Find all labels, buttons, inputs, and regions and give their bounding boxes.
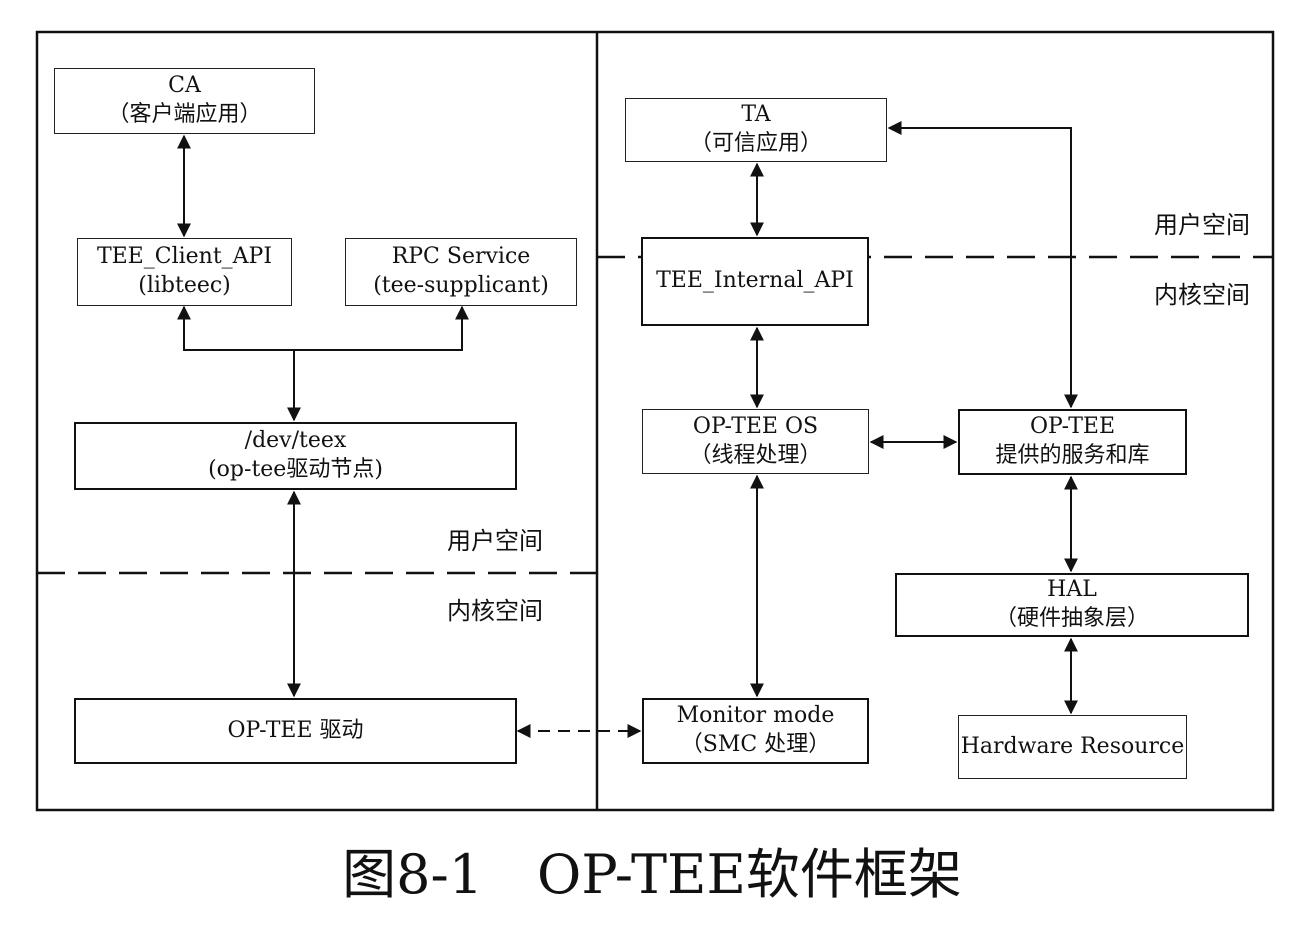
node-dev-teex-title: /dev/teex [244, 428, 347, 454]
outer-frame [35, 30, 1275, 812]
node-dev-teex: /dev/teex (op-tee驱动节点) [74, 422, 517, 490]
node-hal: HAL （硬件抽象层） [895, 573, 1249, 637]
node-monitor-mode: Monitor mode （SMC 处理） [642, 698, 869, 764]
node-ca-title: CA [168, 73, 201, 99]
figure-caption: 图8-1 OP-TEE软件框架 [342, 843, 962, 906]
node-tee-internal-api: TEE_Internal_API [641, 237, 869, 326]
node-tee-internal-api-title: TEE_Internal_API [656, 268, 854, 294]
left-user-space-label: 用户空间 [447, 527, 543, 555]
node-ca-subtitle: （客户端应用） [107, 102, 262, 127]
node-tee-client-api-title: TEE_Client_API [96, 244, 273, 270]
edge-services-ta [887, 121, 1078, 409]
node-optee-services-title: OP-TEE [1029, 414, 1116, 440]
node-optee-services: OP-TEE 提供的服务和库 [958, 409, 1187, 475]
node-optee-driver-title: OP-TEE 驱动 [227, 717, 364, 743]
node-optee-os: OP-TEE OS （线程处理） [642, 409, 869, 474]
node-hardware-resource: Hardware Resource [958, 715, 1187, 779]
node-rpc-service-subtitle: (tee-supplicant) [373, 273, 549, 298]
node-ca: CA （客户端应用） [54, 68, 315, 134]
node-monitor-mode-title: Monitor mode [676, 703, 835, 729]
node-optee-services-subtitle: 提供的服务和库 [995, 443, 1150, 468]
right-user-space-label: 用户空间 [1154, 211, 1250, 239]
node-hal-title: HAL [1047, 577, 1097, 603]
node-rpc-service: RPC Service (tee-supplicant) [345, 238, 577, 306]
node-ta: TA （可信应用） [625, 98, 887, 162]
node-dev-teex-subtitle: (op-tee驱动节点) [208, 457, 383, 482]
node-tee-client-api: TEE_Client_API (libteec) [77, 238, 292, 306]
node-ta-title: TA [741, 102, 771, 128]
node-monitor-mode-subtitle: （SMC 处理） [680, 732, 831, 757]
left-kernel-space-label: 内核空间 [447, 597, 543, 625]
node-optee-os-subtitle: （线程处理） [689, 442, 822, 468]
node-optee-os-title: OP-TEE OS [692, 413, 819, 439]
edge-client-api-bracket [177, 305, 469, 351]
node-hal-subtitle: （硬件抽象层） [994, 606, 1149, 631]
node-tee-client-api-subtitle: (libteec) [138, 273, 231, 298]
node-hardware-resource-title: Hardware Resource [960, 733, 1185, 759]
node-optee-driver: OP-TEE 驱动 [74, 698, 517, 764]
right-kernel-space-label: 内核空间 [1154, 281, 1250, 309]
node-ta-subtitle: （可信应用） [689, 131, 822, 156]
node-rpc-service-title: RPC Service [391, 244, 531, 270]
